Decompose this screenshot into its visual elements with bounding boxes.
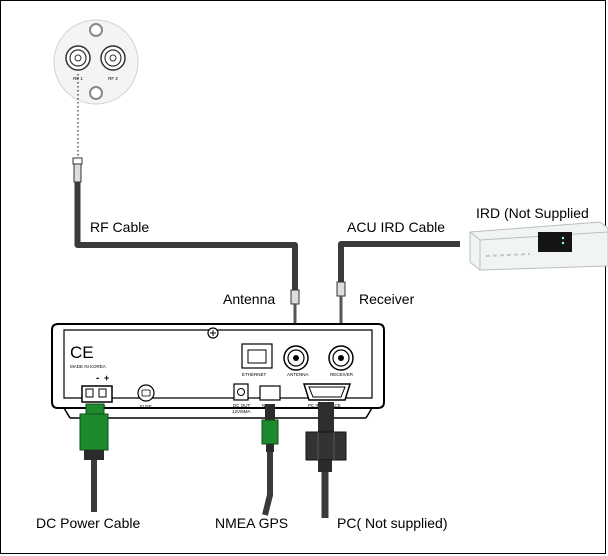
nmea-gps-label: NMEA GPS: [215, 515, 288, 531]
antenna-label: Antenna: [223, 291, 275, 307]
ird-label: IRD (Not Supplied: [476, 205, 589, 221]
pc-cable: [305, 402, 347, 518]
screw-icon: [207, 327, 219, 339]
receiver-port-label: RECEIVER: [330, 372, 354, 377]
ird-device-icon: [469, 221, 608, 271]
nmea-port-icon: [259, 385, 281, 401]
rf2-connector-icon: [100, 45, 126, 71]
rf2-label: RF 2: [108, 76, 118, 81]
rf1-connector-icon: [65, 45, 91, 71]
pc-label: PC( Not supplied): [337, 515, 448, 531]
fuse-label: FUSE: [140, 404, 152, 409]
mount-hole-icon: [89, 86, 103, 100]
ird-cable-connector-icon: [336, 281, 346, 297]
dc-minus-label: -: [96, 373, 99, 384]
dc-power-cable: [79, 403, 109, 512]
dc-plus-label: +: [104, 373, 109, 383]
made-in-label: MADE IN KOREA: [70, 364, 106, 369]
acu-unit: CE MADE IN KOREA - + DC9~36V FUSE ETHERN…: [51, 323, 385, 419]
acu-ird-cable: [336, 241, 460, 326]
antenna-port-icon: [283, 345, 309, 371]
antenna-port-label: ANTENNA: [287, 372, 309, 377]
ird-display-icon: [538, 232, 572, 252]
rf-cable-label: RF Cable: [90, 219, 149, 235]
acu-ird-cable-label: ACU IRD Cable: [347, 219, 445, 235]
rf-cable-top-connector-icon: [72, 157, 83, 165]
ethernet-label: ETHERNET: [242, 372, 267, 377]
antenna-rf-plate: RF 1 RF 2: [53, 19, 139, 105]
dc-out-label: DC OUT: [233, 403, 250, 408]
pc-plug-icon: [305, 431, 347, 461]
receiver-label: Receiver: [359, 291, 415, 307]
dc-out-rating: 12V/6MA: [232, 409, 251, 414]
nmea-gps-cable: [261, 404, 279, 516]
rf-cable: [72, 157, 300, 326]
dc-power-cable-label: DC Power Cable: [36, 515, 140, 531]
dc-power-plug-icon: [79, 413, 109, 451]
receiver-port-icon: [328, 345, 354, 371]
nmea-plug-icon: [261, 419, 279, 445]
rf-cable-bottom-connector-icon: [290, 289, 300, 305]
mount-hole-icon: [89, 23, 103, 37]
ce-mark: CE: [70, 343, 94, 362]
